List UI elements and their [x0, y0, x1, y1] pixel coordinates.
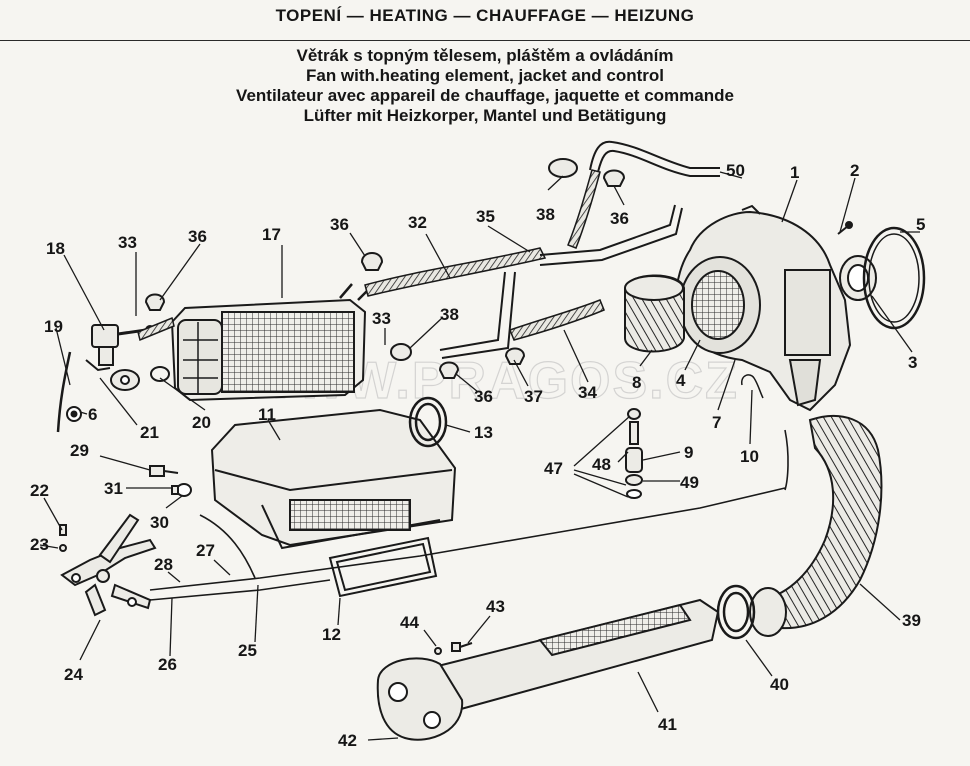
page-title: TOPENÍ — HEATING — CHAUFFAGE — HEIZUNG	[275, 6, 695, 25]
callout-9: 9	[684, 443, 693, 462]
bolt-43	[434, 642, 473, 655]
callout-25: 25	[238, 641, 257, 660]
callout-38-middle: 38	[440, 305, 459, 324]
callout-19: 19	[44, 317, 63, 336]
heater-core	[170, 283, 369, 402]
callout-5: 5	[916, 215, 925, 234]
callout-40: 40	[770, 675, 789, 694]
subtitle-english: Fan with.heating element, jacket and con…	[305, 66, 664, 85]
cover-plate-5	[862, 226, 926, 330]
callout-8: 8	[632, 373, 641, 392]
callout-29: 29	[70, 441, 89, 460]
hoses	[137, 169, 605, 342]
callout-20: 20	[192, 413, 211, 432]
callout-18: 18	[46, 239, 65, 258]
callout-36-lower: 36	[474, 387, 493, 406]
callout-33-middle: 33	[372, 309, 391, 328]
control-lever	[59, 465, 192, 617]
callout-34: 34	[578, 383, 597, 402]
callout-4: 4	[676, 371, 686, 390]
callout-22: 22	[30, 481, 49, 500]
callout-21: 21	[140, 423, 159, 442]
gasket-20	[150, 366, 170, 382]
callout-47: 47	[544, 459, 563, 478]
subtitle-czech: Větrák s topným tělesem, pláštěm a ovlád…	[296, 46, 674, 65]
ring-40	[716, 584, 756, 640]
callout-48: 48	[592, 455, 611, 474]
leader-lines	[39, 171, 920, 741]
callout-28: 28	[154, 555, 173, 574]
callout-3: 3	[908, 353, 917, 372]
callout-2: 2	[850, 161, 859, 180]
metal-pipe-35	[439, 204, 683, 359]
title-divider	[0, 40, 970, 41]
subtitle-french: Ventilateur avec appareil de chauffage, …	[236, 86, 734, 105]
outlet-duct-41	[376, 598, 720, 741]
mount-stack	[625, 408, 643, 499]
inlet-ring-8	[624, 274, 685, 353]
callout-32: 32	[408, 213, 427, 232]
gasket-12	[328, 536, 438, 598]
flexible-duct-39	[749, 415, 883, 637]
callout-11: 11	[258, 405, 276, 424]
callout-30: 30	[150, 513, 169, 532]
callout-31: 31	[104, 479, 123, 498]
callout-6: 6	[88, 405, 97, 424]
callout-36-top-left: 36	[188, 227, 207, 246]
callout-23: 23	[30, 535, 49, 554]
callout-35: 35	[476, 207, 495, 226]
callout-17: 17	[262, 225, 281, 244]
callout-labels: 1 2 3 4 5 6 7 8 9 10 11 12 13 17 18 19 2…	[30, 161, 925, 750]
callout-37: 37	[524, 387, 543, 406]
callout-50: 50	[726, 161, 745, 180]
callout-43: 43	[486, 597, 505, 616]
callout-12: 12	[322, 625, 341, 644]
callout-10: 10	[740, 447, 759, 466]
heater-jacket	[210, 408, 457, 550]
callout-13: 13	[474, 423, 493, 442]
callout-49: 49	[680, 473, 699, 492]
callout-1: 1	[790, 163, 799, 182]
callout-36-top-middle: 36	[330, 215, 349, 234]
heater-valve	[56, 324, 155, 433]
callout-26: 26	[158, 655, 177, 674]
callout-36-top-right: 36	[610, 209, 629, 228]
callout-44: 44	[400, 613, 419, 632]
callout-38-top: 38	[536, 205, 555, 224]
callout-33-left: 33	[118, 233, 137, 252]
callout-39: 39	[902, 611, 921, 630]
callout-42: 42	[338, 731, 357, 750]
hose-clamps	[144, 158, 626, 379]
subtitle-block: Větrák s topným tělesem, pláštěm a ovlád…	[0, 46, 970, 126]
callout-24: 24	[64, 665, 83, 684]
pipe-50	[589, 140, 720, 177]
control-cables	[149, 429, 789, 601]
callout-41: 41	[658, 715, 677, 734]
callout-7: 7	[712, 413, 721, 432]
ring-13	[408, 396, 448, 448]
blower-fan	[674, 204, 852, 412]
subtitle-german: Lüfter mit Heizkorper, Mantel und Betäti…	[303, 106, 667, 125]
screw-2	[837, 221, 853, 235]
callout-27: 27	[196, 541, 215, 560]
spring-10	[741, 374, 764, 399]
